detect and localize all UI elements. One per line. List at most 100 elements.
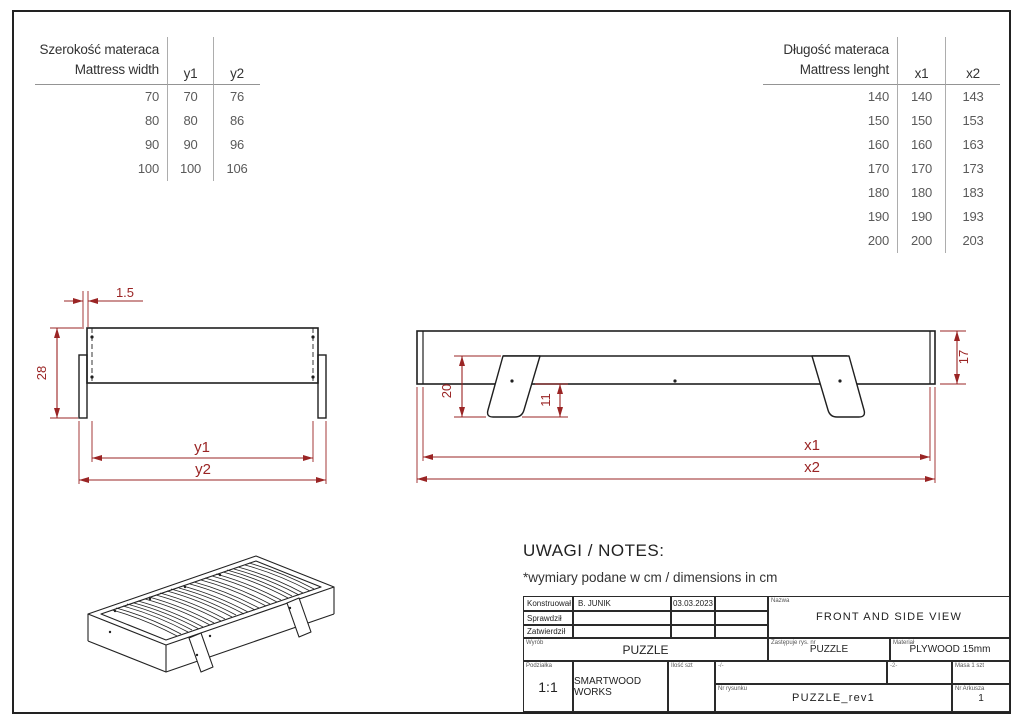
- table-cell: 80: [167, 109, 213, 133]
- product-name: PUZZLE: [622, 642, 669, 657]
- table-cell: 160: [897, 133, 945, 157]
- replaces-label: Zastępuje rys. nr: [771, 640, 816, 646]
- page-border: [12, 10, 1011, 714]
- dim-label-leg-height: 20: [439, 384, 454, 398]
- table-cell: 170: [897, 157, 945, 181]
- drawing-name: FRONT AND SIDE VIEW: [815, 611, 963, 623]
- mass-cell: Masa 1 szt: [952, 661, 1010, 684]
- table-cell: 200: [897, 229, 945, 253]
- table-cell: 193: [945, 205, 1000, 229]
- mark-cell-right: -2-: [887, 661, 952, 684]
- table-cell: 86: [213, 109, 260, 133]
- mark-right: -2-: [890, 663, 898, 669]
- notes-line: *wymiary podane w cm / dimensions in cm: [523, 570, 778, 585]
- mark-left: -/-: [718, 663, 724, 669]
- right-leg: [811, 355, 866, 418]
- length-table-title-en: Mattress lenght: [799, 62, 889, 77]
- empty-cell: [671, 625, 715, 638]
- front-view-dim-labels: 20 11 17 x1 x2: [439, 350, 971, 476]
- table-cell: 150: [867, 113, 889, 128]
- approved-label: Zatwierdził: [523, 625, 573, 638]
- side-view-dim-labels: 1.5 28 y1 y2: [34, 285, 211, 478]
- replaces-value: PUZZLE: [809, 644, 849, 655]
- table-cell: 173: [945, 157, 1000, 181]
- table-cell: 203: [945, 229, 1000, 253]
- table-cell: 140: [867, 89, 889, 104]
- company-name: SMARTWOOD WORKS: [574, 675, 642, 698]
- table-cell: 90: [144, 137, 159, 152]
- side-view-dimensions: [50, 291, 327, 484]
- scale-cell: Podziałka 1:1: [523, 661, 573, 712]
- product-label: Wyrób: [526, 640, 544, 646]
- sheet-label: Nr Arkusza: [955, 686, 985, 692]
- checked-label: Sprawdził: [523, 611, 573, 625]
- design-date: 03.03.2023: [671, 596, 715, 611]
- drawing-number-label: Nr rysunku: [718, 686, 748, 692]
- material-value: PLYWOOD 15mm: [909, 644, 991, 655]
- table-cell: 183: [945, 181, 1000, 205]
- width-table-col-y2: y2: [213, 37, 260, 85]
- quantity-cell: Ilość szt: [668, 661, 715, 712]
- table-cell: 150: [897, 109, 945, 133]
- table-cell: 80: [144, 113, 159, 128]
- mattress-width-table: Szerokość materaca Mattress width y1 y2 …: [35, 37, 260, 181]
- table-cell: 100: [137, 161, 159, 176]
- scale-label: Podziałka: [526, 663, 553, 669]
- width-table-title-en: Mattress width: [74, 62, 159, 77]
- front-view-dimensions: [416, 330, 966, 483]
- length-table-title-pl: Długość materaca: [783, 42, 889, 57]
- notes-title: UWAGI / NOTES:: [523, 541, 665, 560]
- table-cell: 200: [867, 233, 889, 248]
- table-cell: 106: [213, 157, 260, 181]
- scale-value: 1:1: [538, 678, 558, 695]
- drawing-name-cell: Nazwa FRONT AND SIDE VIEW: [768, 596, 1010, 638]
- length-table-col-x2: x2: [945, 37, 1000, 85]
- dim-label-x2: x2: [804, 459, 820, 476]
- dim-label-thickness: 1.5: [116, 285, 134, 300]
- sheet-number: 1: [978, 692, 984, 704]
- designed-value: B. JUNIK: [573, 596, 671, 611]
- mattress-length-table: Długość materaca Mattress lenght x1 x2 1…: [763, 37, 1000, 253]
- table-cell: 70: [144, 89, 159, 104]
- iso-left-leg: [188, 632, 214, 673]
- title-block: Konstruował B. JUNIK 03.03.2023 Sprawdzi…: [523, 596, 1010, 712]
- table-cell: 163: [945, 133, 1000, 157]
- material-label: Materiał: [893, 640, 915, 646]
- table-cell: 143: [945, 85, 1000, 109]
- table-cell: 140: [897, 85, 945, 109]
- slats: [111, 562, 315, 637]
- table-cell: 76: [213, 85, 260, 109]
- dim-label-y2: y2: [195, 461, 211, 478]
- company-cell: SMARTWOOD WORKS: [573, 661, 668, 712]
- width-table-col-y1: y1: [167, 37, 213, 85]
- table-cell: 90: [167, 133, 213, 157]
- empty-cell: [573, 625, 671, 638]
- dim-label-x1: x1: [804, 437, 820, 454]
- front-view: [416, 330, 936, 418]
- length-table-col-x1: x1: [897, 37, 945, 85]
- table-cell: 170: [867, 161, 889, 176]
- empty-cell: [715, 611, 768, 625]
- dim-label-leg-below: 11: [538, 393, 553, 407]
- table-cell: 153: [945, 109, 1000, 133]
- mass-label: Masa 1 szt: [955, 663, 985, 669]
- mark-cell-left: -/-: [715, 661, 887, 684]
- table-cell: 100: [167, 157, 213, 181]
- replaces-cell: Zastępuje rys. nr PUZZLE: [768, 638, 890, 661]
- name-label: Nazwa: [771, 598, 790, 604]
- drawing-number: PUZZLE_rev1: [792, 692, 875, 704]
- dim-label-y1: y1: [194, 439, 210, 456]
- dim-label-rail-height: 17: [956, 350, 971, 364]
- empty-cell: [715, 625, 768, 638]
- drawing-number-cell: Nr rysunku PUZZLE_rev1: [715, 684, 952, 712]
- isometric-view: [87, 555, 335, 673]
- table-cell: 160: [867, 137, 889, 152]
- material-cell: Materiał PLYWOOD 15mm: [890, 638, 1010, 661]
- screw-dots: [510, 379, 842, 383]
- width-table-title-pl: Szerokość materaca: [39, 42, 160, 57]
- product-cell: Wyrób PUZZLE: [523, 638, 768, 661]
- table-cell: 70: [167, 85, 213, 109]
- left-leg: [486, 355, 541, 418]
- empty-cell: [671, 611, 715, 625]
